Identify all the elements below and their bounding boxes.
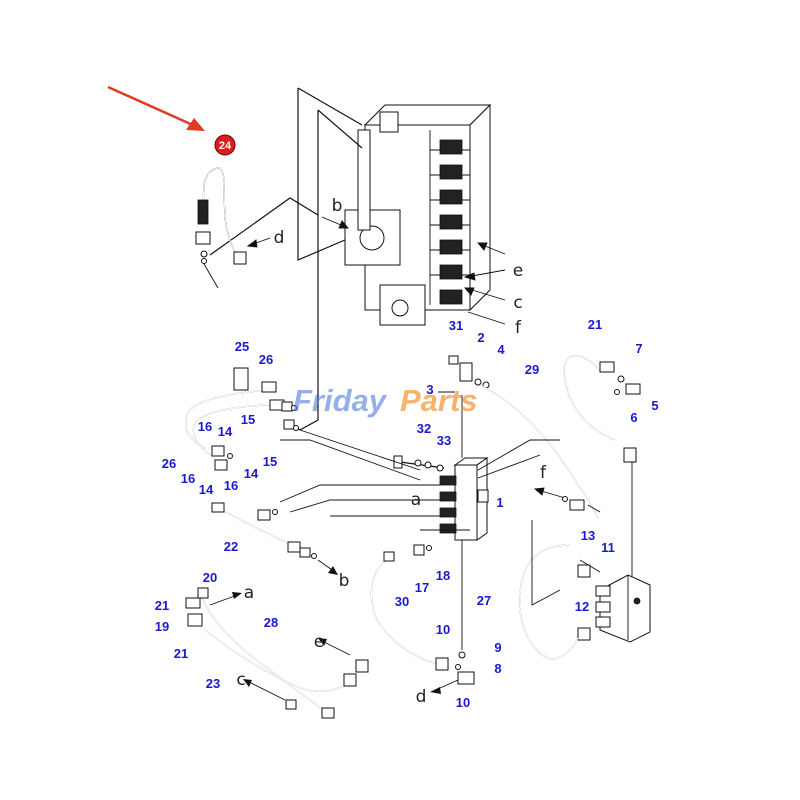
callout-30: 30 [395, 594, 409, 609]
hose-group-20-23-28 [185, 587, 369, 719]
callout-3: 3 [426, 382, 433, 397]
callout-11: 11 [601, 540, 615, 555]
port-letter-e-bottom: e [314, 632, 324, 652]
port-arrows-top [246, 216, 506, 325]
callout-16-b: 16 [181, 471, 195, 486]
callout-21-right: 21 [588, 317, 602, 332]
callout-14-a: 14 [218, 424, 233, 439]
callout-12: 12 [575, 599, 589, 614]
callout-6: 6 [630, 410, 637, 425]
callout-15-a: 15 [241, 412, 255, 427]
callout-5: 5 [651, 398, 658, 413]
fittings-8-9-10 [430, 651, 475, 694]
port-letter-b-top: b [332, 196, 343, 216]
hose-24 [195, 167, 247, 289]
callout-22: 22 [224, 539, 238, 554]
highlight-badge-24: 24 [214, 134, 236, 156]
callout-7: 7 [635, 341, 642, 356]
port-letter-d-bottom: d [416, 687, 427, 707]
callout-32: 32 [417, 421, 431, 436]
callout-17: 17 [415, 580, 429, 595]
fittings-32-33 [414, 459, 432, 469]
solenoid-valve-1 [393, 395, 489, 650]
fittings-17-18 [413, 544, 432, 556]
highlight-arrow [107, 85, 205, 131]
hose-group-25-26 [185, 367, 299, 471]
callout-9: 9 [494, 640, 501, 655]
badge-24-label: 24 [219, 140, 232, 152]
callout-21-bottom: 21 [174, 646, 188, 661]
callout-33: 33 [437, 433, 451, 448]
callout-29: 29 [525, 362, 539, 377]
valve-block-11 [577, 559, 651, 643]
port-letter-f-top: f [515, 318, 522, 338]
port-letter-c-bottom: c [236, 670, 245, 690]
port-letter-c-top: c [513, 293, 522, 313]
hose-27 [519, 544, 579, 660]
callout-26-top: 26 [259, 352, 273, 367]
callout-20: 20 [203, 570, 217, 585]
callout-18: 18 [436, 568, 450, 583]
callout-28: 28 [264, 615, 278, 630]
frame-lines [209, 87, 363, 431]
hose-22 [211, 502, 338, 575]
port-letter-d-top: d [274, 228, 285, 248]
callout-labels: 31 2 4 3 29 21 7 5 6 25 26 16 14 15 26 1… [155, 317, 659, 710]
callout-21-left: 21 [155, 598, 169, 613]
callout-14-b: 14 [199, 482, 214, 497]
port-letter-b-bottom: b [339, 571, 350, 591]
callout-15-b: 15 [263, 454, 277, 469]
callout-10-top: 10 [436, 622, 450, 637]
port-letter-a-center: a [411, 490, 421, 510]
callout-16-c: 16 [224, 478, 238, 493]
callout-23: 23 [206, 676, 220, 691]
callout-26-left: 26 [162, 456, 176, 471]
port-letter-f-right: f [540, 463, 547, 483]
watermark-parts: Parts [400, 383, 478, 418]
callout-13: 13 [581, 528, 595, 543]
callout-1: 1 [496, 495, 503, 510]
hose-30 [370, 551, 449, 671]
watermark-friday: Friday [293, 383, 388, 418]
callout-25: 25 [235, 339, 249, 354]
callout-4: 4 [497, 342, 505, 357]
callout-14-c: 14 [244, 466, 259, 481]
hose-21-right [563, 355, 641, 580]
port-letter-e-top: e [513, 261, 523, 281]
port-letter-a-bottom: a [244, 583, 254, 603]
callout-19: 19 [155, 619, 169, 634]
callout-16-a: 16 [198, 419, 212, 434]
port-letters: b d e c f a f b a e c d [236, 196, 547, 707]
port-arrow-f2 [533, 487, 601, 513]
lines-valve-1 [279, 429, 560, 531]
fittings-top-right [438, 355, 490, 393]
main-control-valve [344, 103, 492, 326]
callout-27: 27 [477, 593, 491, 608]
callout-10-bottom: 10 [456, 695, 470, 710]
callout-31: 31 [449, 318, 463, 333]
callout-8: 8 [494, 661, 501, 676]
callout-2: 2 [477, 330, 484, 345]
